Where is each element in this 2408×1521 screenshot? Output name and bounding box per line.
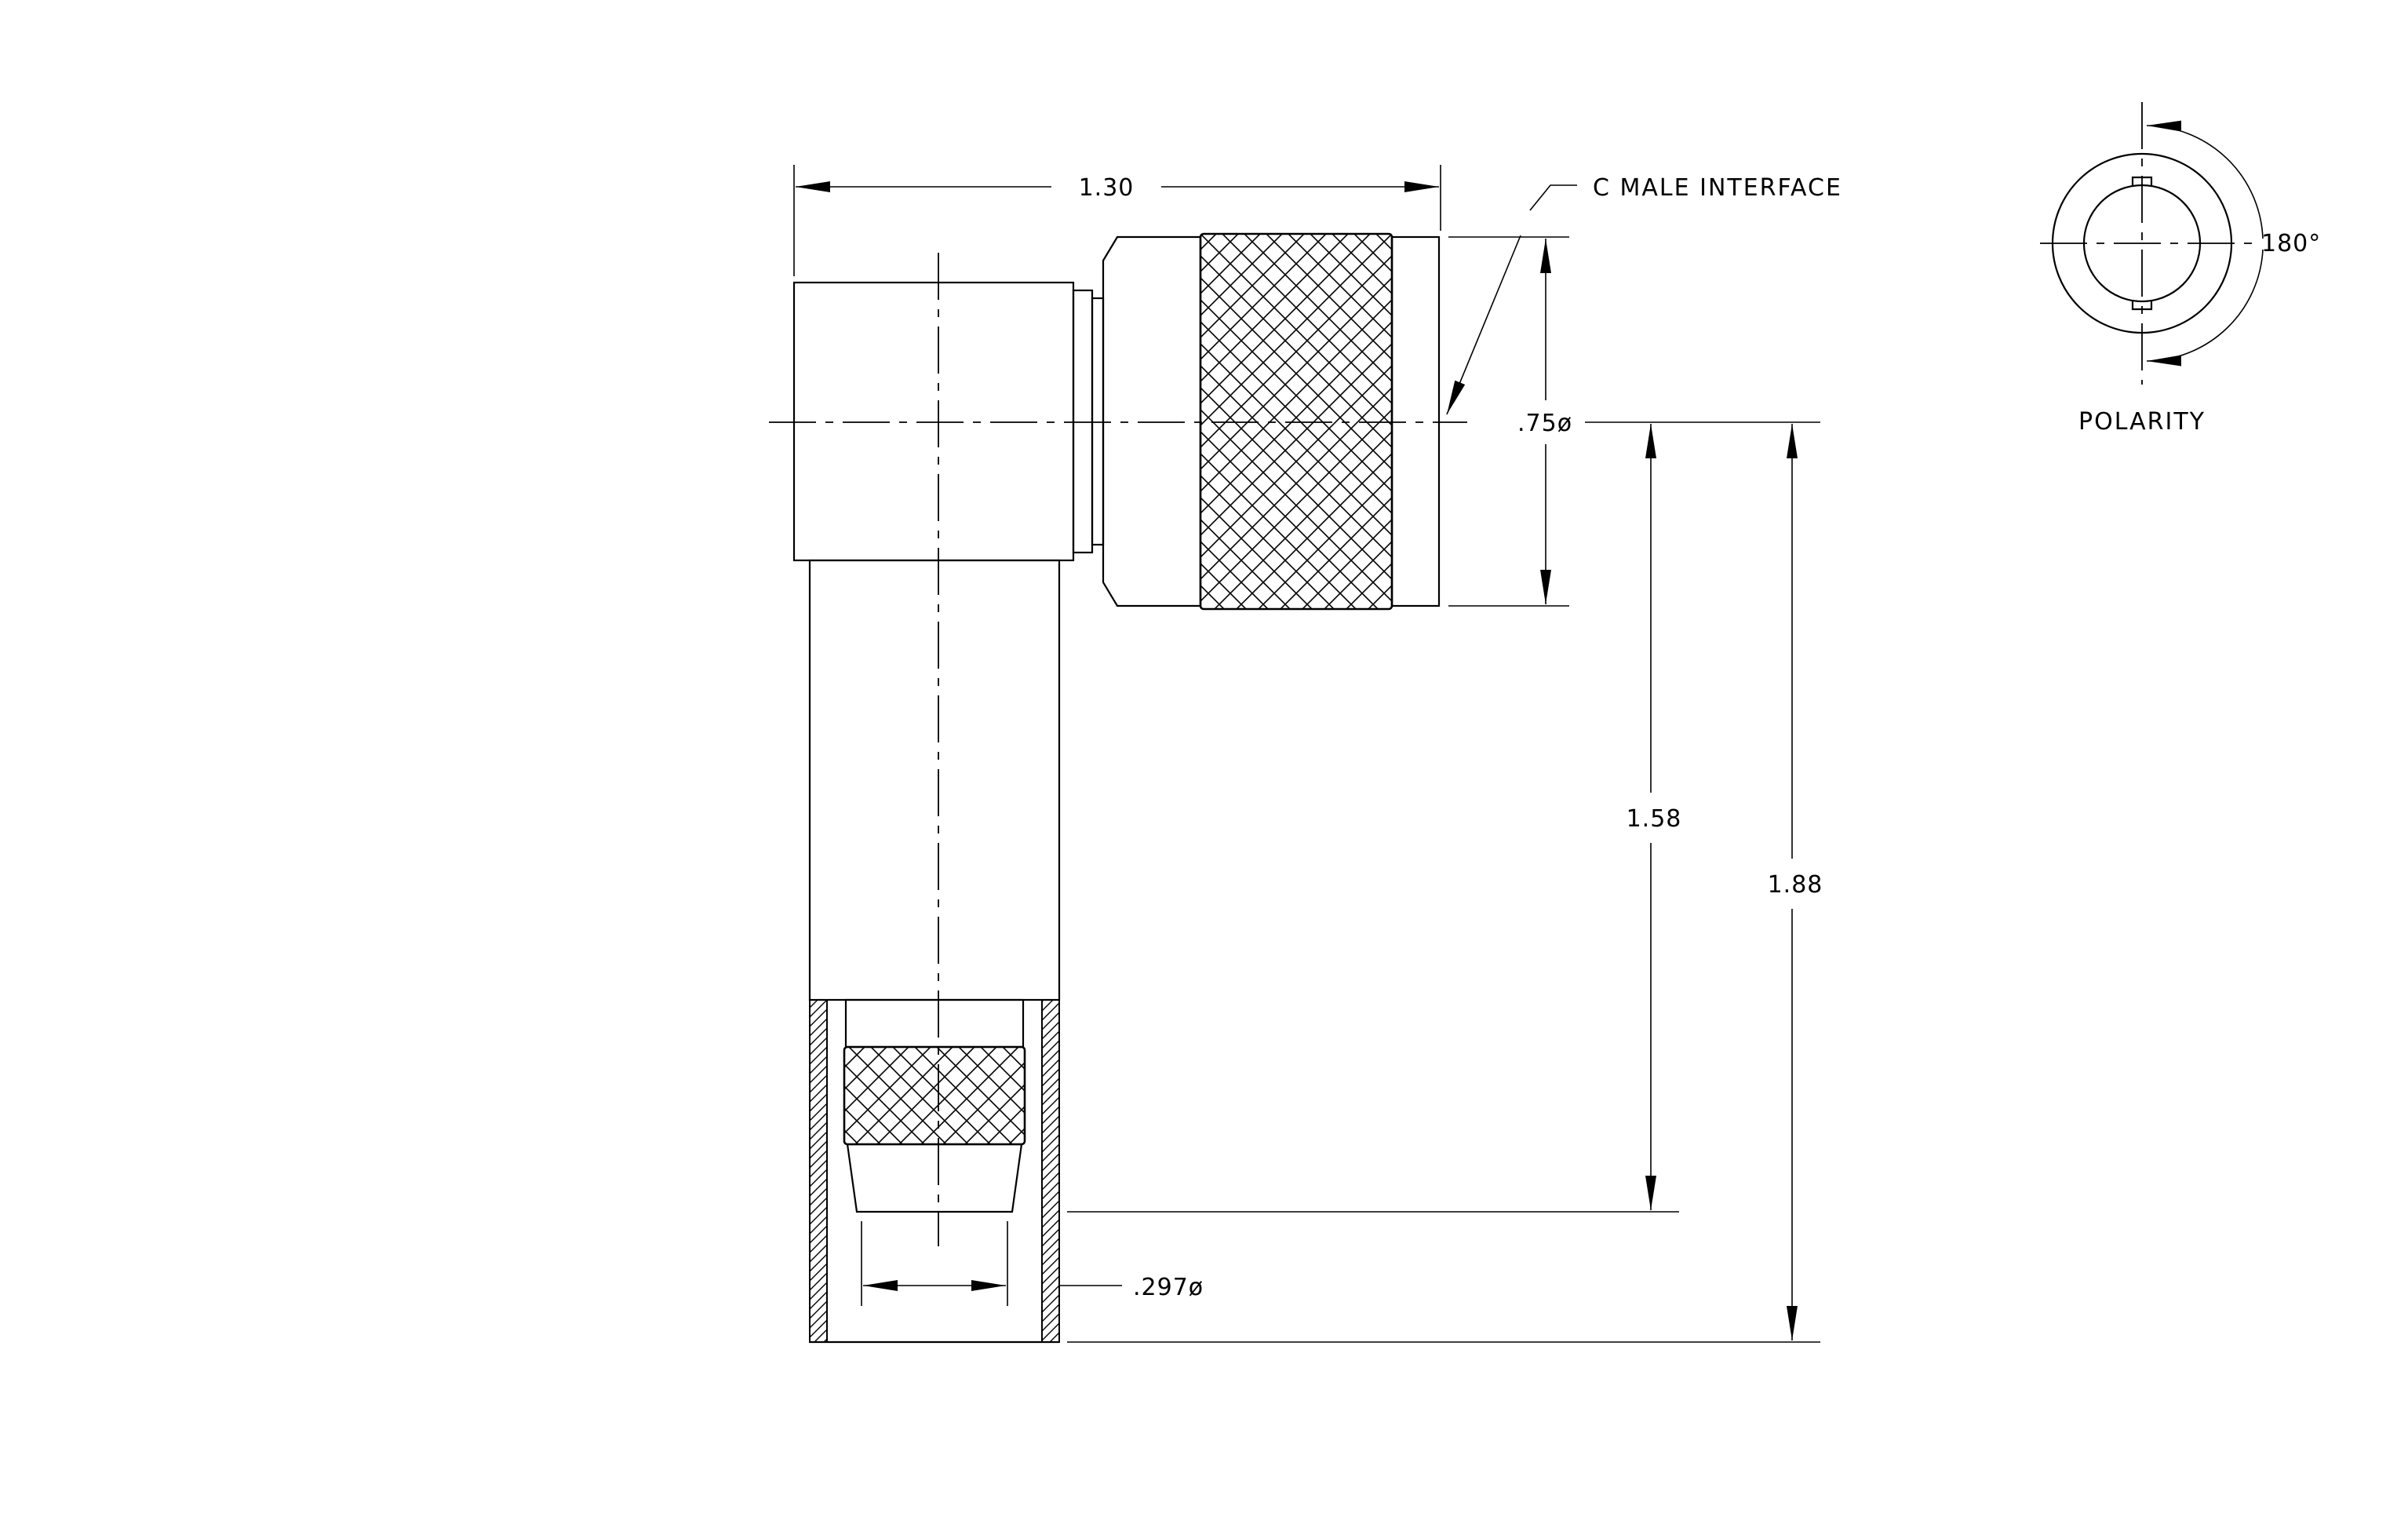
cable-body xyxy=(808,559,1061,1001)
sleeve-wall-right xyxy=(1041,999,1060,1343)
elbow-housing xyxy=(792,281,1075,562)
neck-ring xyxy=(1072,289,1094,554)
crimp-ring-knurled xyxy=(843,1045,1026,1146)
inner-ferrule xyxy=(844,998,1025,1049)
dim-height-total: 1.88 xyxy=(1768,871,1823,899)
dim-width: 1.30 xyxy=(1079,174,1135,202)
coupling-nut-front xyxy=(1102,235,1202,607)
polarity-angle: 180° xyxy=(2261,230,2321,257)
neck-step xyxy=(1091,297,1105,546)
connector-body xyxy=(792,232,1441,1344)
center-lines xyxy=(769,253,1467,1246)
dimensions: 1.30 .75ø C MALE INTERFACE 1.58 1.88 .29… xyxy=(793,165,1842,1343)
dim-diameter-small: .297ø xyxy=(1133,1274,1204,1301)
polarity-view: 180° POLARITY xyxy=(2040,102,2321,436)
interface-label: C MALE INTERFACE xyxy=(1593,174,1842,202)
dim-diameter-large: .75ø xyxy=(1517,410,1572,437)
sleeve-wall-left xyxy=(809,999,828,1343)
dim-height-inner: 1.58 xyxy=(1627,805,1682,833)
polarity-label: POLARITY xyxy=(2078,408,2206,436)
coupling-nut-knurled xyxy=(1199,232,1393,611)
coupling-nut-rear xyxy=(1390,235,1441,607)
tapered-tip xyxy=(846,1143,1023,1213)
